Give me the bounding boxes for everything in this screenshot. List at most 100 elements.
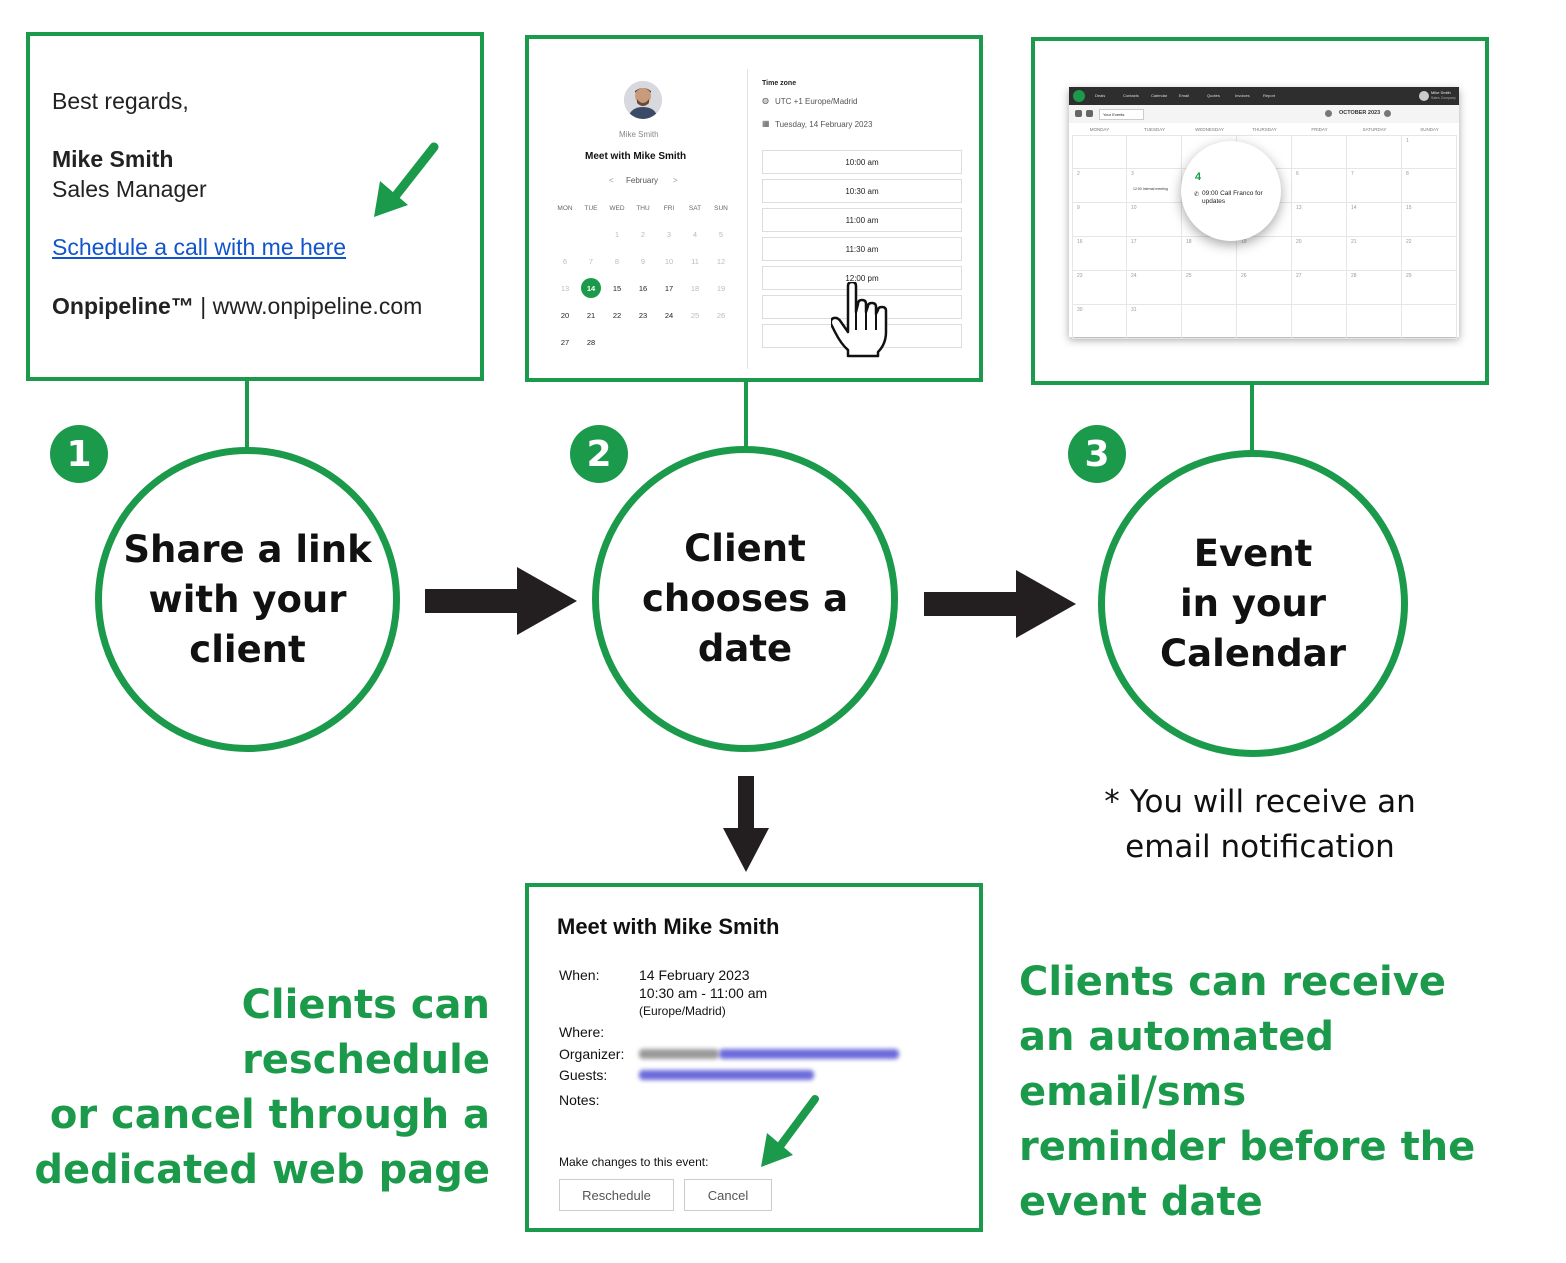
notification-note: * You will receive an email notification (1104, 784, 1416, 865)
nav-item-report[interactable]: Report (1263, 93, 1276, 98)
calendar-day-16[interactable]: 16 (638, 284, 648, 293)
nav-item-email[interactable]: Email (1179, 93, 1190, 98)
nav-item-deals[interactable]: Deals (1095, 93, 1106, 98)
organizer-email-redacted (719, 1049, 899, 1059)
app-logo-icon (1073, 90, 1085, 102)
calendar-cell-15[interactable]: 15 (1402, 203, 1457, 237)
reminder-caption: Clients can receive an automated email/s… (1019, 959, 1476, 1225)
time-slot-1000[interactable]: 10:00 am (762, 150, 962, 174)
calendar-cell-17[interactable]: 17 (1127, 237, 1182, 271)
calendar-cell-14[interactable]: 14 (1347, 203, 1402, 237)
nav-item-invoices[interactable]: Invoices (1235, 93, 1250, 98)
calendar-cell-10[interactable]: 10 (1127, 203, 1182, 237)
cancel-button[interactable]: Cancel (684, 1179, 772, 1211)
calendar-cell-26[interactable]: 26 (1237, 271, 1292, 305)
calendar-weekday-monday: MONDAY (1089, 127, 1110, 132)
prev-month-icon[interactable] (1325, 110, 1332, 117)
calendar-day-28[interactable]: 28 (586, 338, 596, 347)
reschedule-button[interactable]: Reschedule (559, 1179, 674, 1211)
signature-name: Mike Smith (52, 146, 174, 172)
calendar-cell-9[interactable]: 9 (1072, 203, 1127, 237)
calendar-cell-6[interactable]: 6 (1292, 169, 1347, 203)
calendar-cell-27[interactable]: 27 (1292, 271, 1347, 305)
calendar-month-label: OCTOBER 2023 (1339, 110, 1381, 116)
calendar-cell-31[interactable]: 31 (1127, 305, 1182, 339)
weekday-sat: SAT (688, 205, 702, 212)
calendar-day-3: 3 (666, 230, 672, 239)
calendar-cell-25[interactable]: 25 (1182, 271, 1237, 305)
calendar-day-24[interactable]: 24 (664, 311, 674, 320)
calendar-cell-16[interactable]: 16 (1072, 237, 1127, 271)
calendar-day-21[interactable]: 21 (586, 311, 596, 320)
calendar-cell-22[interactable]: 22 (1402, 237, 1457, 271)
host-name: Mike Smith (619, 130, 659, 139)
calendar-cell-21[interactable]: 21 (1347, 237, 1402, 271)
calendar-cell-30[interactable]: 30 (1072, 305, 1127, 339)
calendar-day-20[interactable]: 20 (560, 311, 570, 320)
month-prev-button[interactable]: < (609, 176, 614, 185)
calendar-cell-29[interactable]: 29 (1402, 271, 1457, 305)
nav-item-quotes[interactable]: Quotes (1207, 93, 1220, 98)
time-slot-1100[interactable]: 11:00 am (762, 208, 962, 232)
next-month-icon[interactable] (1384, 110, 1391, 117)
calendar-cell-empty[interactable] (1292, 135, 1347, 169)
zoom-event-text[interactable]: 09:00 Call Franco for updates (1202, 190, 1263, 205)
calendar-cell-1[interactable]: 1 (1402, 135, 1457, 169)
meeting-title: Meet with Mike Smith (585, 151, 687, 162)
month-next-button[interactable]: > (673, 176, 678, 185)
timezone-label: Time zone (762, 80, 797, 87)
nav-item-calendar[interactable]: Calendar (1151, 93, 1168, 98)
calendar-day-15[interactable]: 15 (612, 284, 622, 293)
toolbar-button-2[interactable] (1086, 110, 1093, 117)
calendar-cell-24[interactable]: 24 (1127, 271, 1182, 305)
user-avatar[interactable] (1419, 91, 1429, 101)
calendar-day-23[interactable]: 23 (638, 311, 648, 320)
schedule-call-link[interactable]: Schedule a call with me here (52, 234, 347, 260)
time-slot-1130[interactable]: 11:30 am (762, 237, 962, 261)
calendar-cell-empty[interactable] (1402, 305, 1457, 339)
calendar-day-17[interactable]: 17 (664, 284, 674, 293)
weekday-thu: THU (636, 205, 650, 212)
calendar-cell-20[interactable]: 20 (1292, 237, 1347, 271)
calendar-cell-empty[interactable] (1182, 305, 1237, 339)
time-slot-1030[interactable]: 10:30 am (762, 179, 962, 203)
when-label: When: (559, 967, 600, 983)
guests-redacted (639, 1070, 814, 1080)
calendar-cell-empty[interactable] (1072, 135, 1127, 169)
calendar-cell-7[interactable]: 7 (1347, 169, 1402, 203)
calendar-cell-empty[interactable] (1237, 305, 1292, 339)
calendar-icon: ▦ (762, 119, 770, 128)
organizer-label: Organizer: (559, 1046, 625, 1062)
calendar-cell-empty[interactable] (1292, 305, 1347, 339)
calendar-day-22[interactable]: 22 (612, 311, 622, 320)
events-filter-select[interactable]: Your Events (1099, 109, 1144, 120)
time-slot-1200[interactable]: 12:00 pm (762, 266, 962, 290)
company-name: Onpipeline™ (52, 293, 194, 319)
selected-day[interactable]: 14 (586, 284, 596, 293)
calendar-cell-19[interactable]: 19 (1237, 237, 1292, 271)
regards-text: Best regards, (52, 88, 189, 114)
calendar-day-19: 19 (716, 284, 726, 293)
calendar-cell-8[interactable]: 8 (1402, 169, 1457, 203)
timezone-value[interactable]: UTC +1 Europe/Madrid (775, 97, 858, 106)
calendar-cell-23[interactable]: 23 (1072, 271, 1127, 305)
calendar-day-4: 4 (692, 230, 698, 239)
nav-item-contacts[interactable]: Contacts (1123, 93, 1139, 98)
calendar-day-6: 6 (562, 257, 568, 266)
calendar-cell-empty[interactable] (1127, 135, 1182, 169)
calendar-cell-3[interactable]: 3 (1127, 169, 1182, 203)
calendar-day-27[interactable]: 27 (560, 338, 570, 347)
calendar-day-10: 10 (664, 257, 674, 266)
calendar-cell-13[interactable]: 13 (1292, 203, 1347, 237)
globe-icon: ◍ (762, 96, 769, 105)
weekday-tue: TUE (584, 205, 598, 212)
calendar-cell-empty[interactable] (1347, 305, 1402, 339)
calendar-day-12: 12 (716, 257, 726, 266)
calendar-cell-2[interactable]: 2 (1072, 169, 1127, 203)
confirmation-title: Meet with Mike Smith (557, 914, 780, 939)
toolbar-button-1[interactable] (1075, 110, 1082, 117)
calendar-cell-18[interactable]: 18 (1182, 237, 1237, 271)
calendar-cell-28[interactable]: 28 (1347, 271, 1402, 305)
small-event[interactable]: 12:00 Internal meeting (1133, 187, 1168, 191)
calendar-cell-empty[interactable] (1347, 135, 1402, 169)
